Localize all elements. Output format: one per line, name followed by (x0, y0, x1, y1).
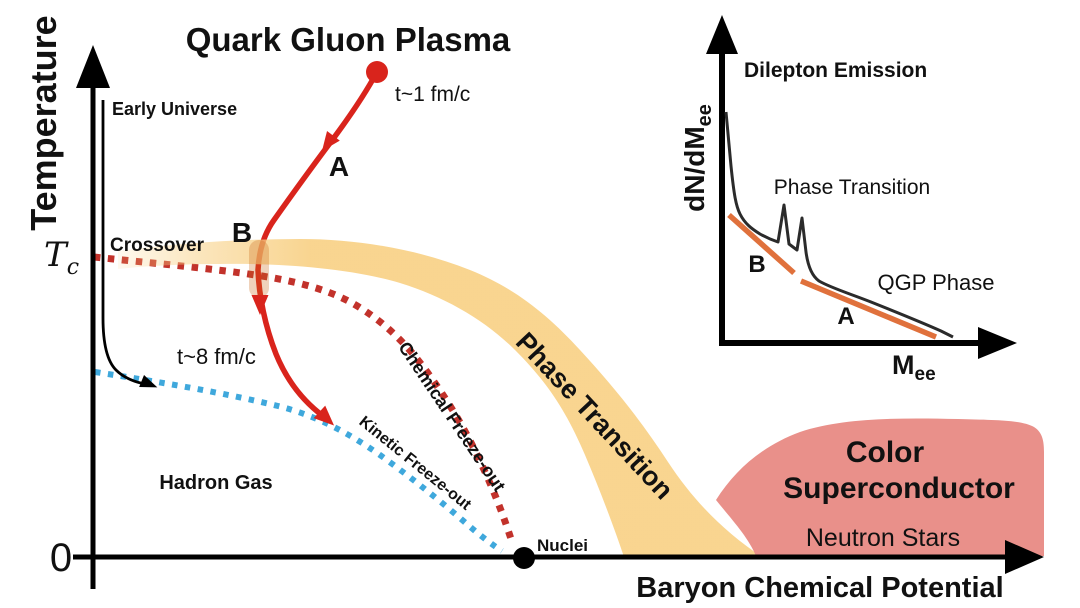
trajectory-arrowhead-upper (321, 130, 340, 151)
inset-y-axis-subscript: ee (694, 104, 716, 126)
baryon-axis-label: Baryon Chemical Potential (636, 572, 1003, 604)
inset-y-axis-label: dN/dMee (679, 104, 716, 212)
neutron-stars-label: Neutron Stars (806, 524, 960, 552)
inset-phase-transition-label: Phase Transition (774, 176, 930, 199)
time-8fmc-label: t~8 fm/c (177, 344, 256, 369)
nuclei-dot (513, 547, 535, 569)
inset-x-axis-base: M (892, 350, 915, 380)
inset-qgp-phase-label: QGP Phase (878, 270, 995, 295)
point-b-label: B (232, 217, 252, 248)
phase-transition-band (118, 239, 762, 557)
x-axis-arrowhead (1005, 540, 1044, 574)
trajectory-band-crossing-highlight (249, 240, 269, 298)
trajectory-start-dot (366, 61, 388, 83)
inset-y-axis-base: dN/dM (679, 126, 710, 212)
point-a-label: A (329, 151, 349, 182)
inset-x-axis-label: Mee (892, 350, 936, 385)
trajectory-arrowhead-end (313, 405, 335, 426)
color-superconductor-label-line1: Color (846, 436, 925, 469)
crossover-label: Crossover (110, 235, 205, 256)
inset-segment-a-label: A (837, 303, 854, 330)
early-universe-label: Early Universe (112, 99, 237, 119)
color-superconductor-region (716, 418, 1044, 556)
inset-x-axis-arrowhead (978, 327, 1017, 359)
inset-hadronic-highlight-segment (727, 212, 796, 276)
inset-y-axis-arrowhead (706, 15, 738, 54)
early-universe-arrowhead (139, 374, 158, 388)
tc-label: Tc (44, 235, 79, 280)
phase-transition-band-label: Phase Transition (510, 327, 679, 505)
inset-x-axis-subscript: ee (915, 364, 936, 385)
early-universe-curve (101, 100, 146, 386)
inset-segment-b-label: B (748, 251, 765, 278)
origin-zero-label: 0 (50, 536, 72, 580)
inset-emission-curve (724, 111, 954, 339)
page-title: Quark Gluon Plasma (186, 21, 511, 58)
nuclei-label: Nuclei (537, 536, 588, 555)
dilepton-inset: Dilepton Emission dN/dMee Mee Phase Tran… (679, 15, 1017, 385)
y-axis-arrowhead (76, 45, 110, 88)
time-1fmc-label: t~1 fm/c (395, 83, 470, 106)
tc-base: T (44, 235, 69, 275)
kinetic-freezeout-curve (94, 369, 504, 554)
chemical-freezeout-curve (93, 253, 516, 544)
inset-qgp-highlight-segment (799, 278, 938, 340)
hadron-gas-label: Hadron Gas (159, 472, 272, 494)
color-superconductor-label-line2: Superconductor (783, 472, 1015, 505)
temperature-axis-label: Temperature (23, 15, 64, 230)
inset-title: Dilepton Emission (744, 59, 927, 82)
tc-subscript: c (67, 255, 79, 280)
trajectory-arrowhead-mid (251, 295, 269, 315)
